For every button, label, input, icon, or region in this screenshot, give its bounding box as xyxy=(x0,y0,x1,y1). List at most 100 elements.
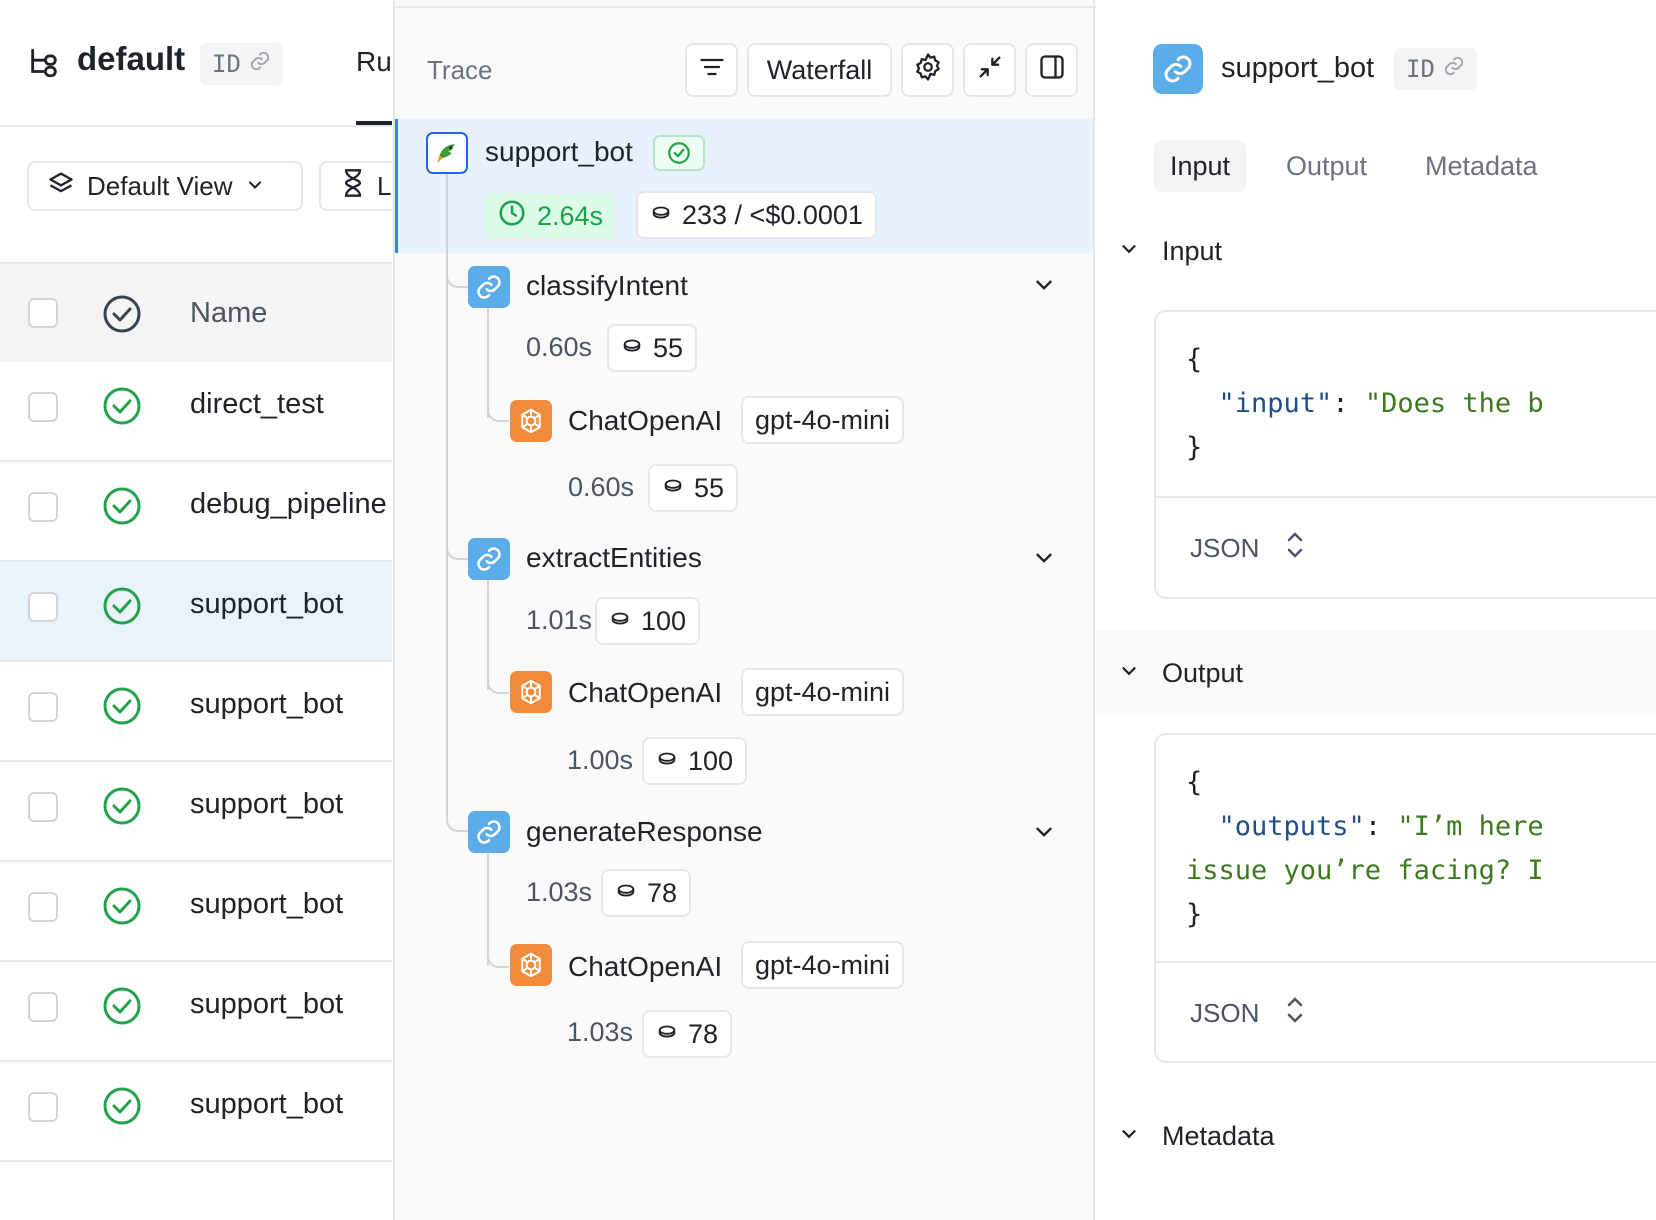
chevron-up-down-icon xyxy=(1285,993,1305,1034)
row-name: support_bot xyxy=(190,888,344,920)
chevron-down-icon[interactable] xyxy=(1031,545,1057,576)
row-checkbox[interactable] xyxy=(28,792,58,822)
model-chip: gpt-4o-mini xyxy=(741,668,905,716)
clock-icon xyxy=(497,198,527,235)
table-row[interactable]: support_bot xyxy=(0,962,392,1062)
tokens-icon xyxy=(650,200,672,231)
chevron-down-icon[interactable] xyxy=(1031,819,1057,850)
table-row[interactable]: support_bot xyxy=(0,862,392,962)
table-row[interactable]: support_bot xyxy=(0,1062,392,1162)
openai-icon xyxy=(510,944,552,986)
row-name: support_bot xyxy=(190,588,344,620)
tokens-chip: 55 xyxy=(648,464,739,512)
tree-connector xyxy=(487,936,509,968)
name-column-header: Name xyxy=(190,297,268,329)
row-checkbox[interactable] xyxy=(28,1092,58,1122)
trace-label: Trace xyxy=(427,55,493,85)
panel-icon xyxy=(1038,53,1066,88)
input-json-box: { "input": "Does the b } JSON xyxy=(1154,310,1656,599)
run-tokens: 100 xyxy=(641,605,687,636)
table-row[interactable]: support_bot xyxy=(0,662,392,762)
row-name: support_bot xyxy=(190,688,344,720)
chain-link-icon xyxy=(468,811,510,853)
default-view-dropdown[interactable]: Default View xyxy=(27,161,303,211)
tokens-chip: 100 xyxy=(642,737,748,785)
run-detail-pane: support_bot ID Input Output Metadata Inp… xyxy=(1096,0,1656,1220)
row-name: support_bot xyxy=(190,788,344,820)
tab-output[interactable]: Output xyxy=(1286,150,1368,181)
tree-connector xyxy=(446,790,468,832)
tree-connector xyxy=(487,662,509,694)
row-checkbox[interactable] xyxy=(28,392,58,422)
tree-connector xyxy=(446,520,468,560)
id-label: ID xyxy=(1406,55,1435,83)
latency-badge: 2.64s xyxy=(485,193,616,239)
row-checkbox[interactable] xyxy=(28,692,58,722)
metadata-section-header[interactable]: Metadata xyxy=(1118,1121,1275,1152)
input-format-selector[interactable]: JSON xyxy=(1156,496,1656,597)
chevron-down-icon xyxy=(1118,236,1140,267)
top-divider xyxy=(393,6,1656,8)
row-checkbox[interactable] xyxy=(28,892,58,922)
run-node-name[interactable]: extractEntities xyxy=(526,542,702,573)
input-section-header[interactable]: Input xyxy=(1118,236,1222,267)
row-checkbox[interactable] xyxy=(28,592,58,622)
output-json-box: { "outputs": "I’m here issue you’re faci… xyxy=(1154,733,1656,1063)
output-json-code: { "outputs": "I’m here issue you’re faci… xyxy=(1186,767,1544,930)
output-section-header-bg xyxy=(1096,630,1656,716)
tab-runs[interactable]: Ru xyxy=(356,46,392,77)
llm-node-name[interactable]: ChatOpenAI xyxy=(568,951,723,982)
project-id-copy-button[interactable]: ID xyxy=(200,43,283,85)
select-all-checkbox[interactable] xyxy=(28,298,58,328)
output-section-header[interactable]: Output xyxy=(1118,658,1243,689)
run-duration: 1.01s xyxy=(526,605,593,635)
status-column-icon xyxy=(102,294,142,339)
runs-pane: default ID Ru Default View L Name direct… xyxy=(0,0,392,1220)
minimize-arrows-icon xyxy=(976,53,1004,88)
header-divider xyxy=(0,125,392,127)
output-format-selector[interactable]: JSON xyxy=(1156,961,1656,1061)
root-tokens-cost-chip: 233 / <$0.0001 xyxy=(636,191,877,239)
detail-title: support_bot xyxy=(1221,52,1375,84)
gear-icon xyxy=(913,52,943,89)
run-id-copy-button[interactable]: ID xyxy=(1394,48,1477,90)
chevron-down-icon xyxy=(1118,1121,1140,1152)
llm-node-name[interactable]: ChatOpenAI xyxy=(568,677,723,708)
chevron-down-icon[interactable] xyxy=(1031,272,1057,303)
trace-pane: Trace Waterfall support_bot 2.64s 233 / … xyxy=(393,0,1095,1220)
llm-duration: 1.00s xyxy=(567,745,634,775)
row-checkbox[interactable] xyxy=(28,992,58,1022)
model-chip: gpt-4o-mini xyxy=(741,396,905,444)
success-check-icon xyxy=(102,486,142,526)
run-node-name[interactable]: generateResponse xyxy=(526,816,763,847)
table-row[interactable]: debug_pipeline xyxy=(0,462,392,562)
toggle-panel-button[interactable] xyxy=(1025,43,1078,97)
latency-filter-button[interactable]: L xyxy=(319,161,392,211)
row-name: direct_test xyxy=(190,388,324,420)
run-node-name[interactable]: classifyIntent xyxy=(526,270,688,301)
run-tokens: 55 xyxy=(653,332,684,363)
table-row[interactable]: support_bot xyxy=(0,762,392,862)
root-run-icon xyxy=(426,132,468,174)
table-row[interactable]: support_bot xyxy=(0,562,392,662)
row-name: support_bot xyxy=(190,1088,344,1120)
layers-icon xyxy=(47,169,75,204)
success-check-icon xyxy=(102,686,142,726)
id-label: ID xyxy=(212,50,241,78)
collapse-button[interactable] xyxy=(963,43,1016,97)
success-check-icon xyxy=(102,586,142,626)
tab-metadata[interactable]: Metadata xyxy=(1425,150,1538,181)
filter-lines-button[interactable] xyxy=(685,43,738,97)
llm-node-name[interactable]: ChatOpenAI xyxy=(568,405,723,436)
run-duration: 1.03s xyxy=(526,877,593,907)
row-checkbox[interactable] xyxy=(28,492,58,522)
waterfall-button[interactable]: Waterfall xyxy=(747,43,892,97)
tab-input[interactable]: Input xyxy=(1154,140,1247,192)
settings-button[interactable] xyxy=(901,43,954,97)
llm-tokens: 78 xyxy=(688,1018,719,1049)
openai-icon xyxy=(510,400,552,442)
root-run-name[interactable]: support_bot xyxy=(485,136,633,167)
table-row[interactable]: direct_test xyxy=(0,362,392,462)
link-icon xyxy=(249,50,271,78)
success-check-icon xyxy=(102,986,142,1026)
